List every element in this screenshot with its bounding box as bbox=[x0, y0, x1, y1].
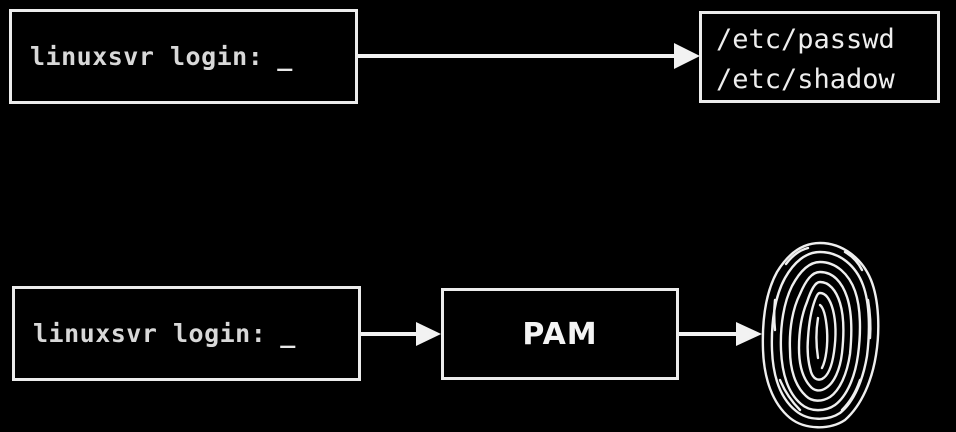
arrow-login-to-pam bbox=[361, 322, 441, 346]
bottom-login-box: linuxsvr login: _ bbox=[12, 286, 361, 381]
login-cursor: _ bbox=[277, 42, 293, 71]
shadow-file-label: /etc/shadow bbox=[716, 64, 895, 95]
arrow-pam-to-fingerprint bbox=[679, 322, 762, 346]
top-login-box: linuxsvr login: _ bbox=[9, 9, 358, 104]
login-cursor: _ bbox=[280, 319, 296, 348]
pam-box: PAM bbox=[441, 288, 679, 380]
login-prompt-text: linuxsvr login: bbox=[30, 42, 264, 71]
pam-label: PAM bbox=[522, 316, 598, 352]
passwd-file-label: /etc/passwd bbox=[716, 24, 895, 55]
arrow-login-to-files bbox=[358, 43, 700, 69]
login-prompt-text: linuxsvr login: bbox=[33, 319, 267, 348]
auth-files-box: /etc/passwd /etc/shadow bbox=[699, 11, 940, 103]
fingerprint-icon bbox=[761, 241, 880, 429]
